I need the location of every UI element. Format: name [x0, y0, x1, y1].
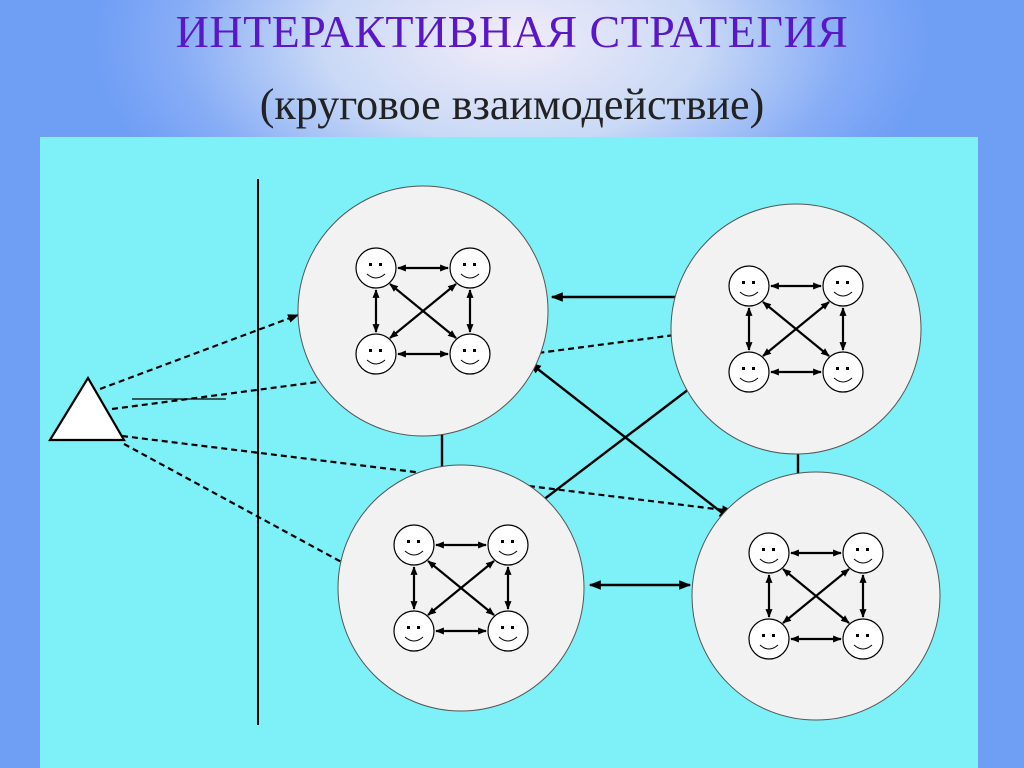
participant-icon: [449, 333, 491, 375]
face-outline: [748, 532, 790, 574]
face-outline: [842, 618, 884, 660]
slide-subtitle: (круговое взаимодействие): [259, 80, 765, 129]
participant-icon: [748, 532, 790, 574]
face-smile: [460, 273, 480, 279]
face-eye-left: [463, 349, 466, 352]
face-eye-left: [407, 540, 410, 543]
face-eye-left: [407, 626, 410, 629]
face-smile: [366, 359, 386, 365]
participant-icon: [822, 351, 864, 393]
face-outline: [355, 333, 397, 375]
face-eye-right: [752, 367, 755, 370]
face-outline: [728, 265, 770, 307]
participant-icon: [487, 610, 529, 652]
face-eye-left: [742, 281, 745, 284]
face-outline: [449, 333, 491, 375]
participant-icon: [728, 351, 770, 393]
face-outline: [355, 247, 397, 289]
face-eye-left: [369, 349, 372, 352]
face-smile: [759, 644, 779, 650]
face-eye-left: [836, 367, 839, 370]
dashed-arrow-1: [99, 313, 300, 391]
face-smile: [739, 291, 759, 297]
participant-icon: [748, 618, 790, 660]
face-smile: [404, 550, 424, 556]
participant-icon: [449, 247, 491, 289]
member-link-arrow: [762, 301, 830, 357]
face-outline: [822, 265, 864, 307]
participant-icon: [393, 610, 435, 652]
participant-icon: [487, 524, 529, 566]
face-eye-left: [501, 540, 504, 543]
face-eye-left: [856, 634, 859, 637]
participant-icon: [842, 532, 884, 574]
face-smile: [739, 377, 759, 383]
face-outline: [393, 524, 435, 566]
face-smile: [498, 550, 518, 556]
face-outline: [393, 610, 435, 652]
face-outline: [822, 351, 864, 393]
member-link-arrow: [427, 560, 495, 616]
face-eye-right: [866, 548, 869, 551]
participant-icon: [842, 618, 884, 660]
participant-icon: [822, 265, 864, 307]
face-eye-left: [501, 626, 504, 629]
face-eye-left: [762, 548, 765, 551]
face-smile: [498, 636, 518, 642]
face-outline: [487, 524, 529, 566]
face-eye-left: [762, 634, 765, 637]
face-eye-right: [511, 626, 514, 629]
face-eye-right: [772, 634, 775, 637]
group-bottom-left: [337, 464, 585, 712]
face-smile: [404, 636, 424, 642]
face-eye-left: [742, 367, 745, 370]
face-outline: [842, 532, 884, 574]
face-eye-left: [836, 281, 839, 284]
group-link-arrow-6: [525, 372, 711, 514]
face-eye-right: [473, 263, 476, 266]
interaction-diagram: [48, 179, 941, 725]
slide-title: ИНТЕРАКТИВНАЯ СТРАТЕГИЯ: [175, 6, 849, 57]
teacher-triangle-icon: [48, 375, 126, 442]
face-outline: [449, 247, 491, 289]
face-eye-right: [846, 367, 849, 370]
face-smile: [759, 558, 779, 564]
face-smile: [833, 377, 853, 383]
face-eye-right: [846, 281, 849, 284]
face-eye-right: [772, 548, 775, 551]
face-outline: [487, 610, 529, 652]
participant-icon: [393, 524, 435, 566]
group-top-left: [297, 185, 549, 437]
member-link-arrow: [782, 568, 850, 624]
face-eye-right: [417, 540, 420, 543]
face-smile: [853, 644, 873, 650]
member-link-arrow: [389, 283, 457, 339]
face-smile: [460, 359, 480, 365]
face-eye-left: [463, 263, 466, 266]
dashed-arrow-4: [123, 443, 359, 572]
participant-icon: [728, 265, 770, 307]
diagram-panel: [40, 137, 978, 768]
group-bottom-right: [691, 471, 941, 721]
participant-icon: [355, 247, 397, 289]
face-eye-right: [379, 349, 382, 352]
face-outline: [728, 351, 770, 393]
face-eye-right: [417, 626, 420, 629]
face-eye-left: [369, 263, 372, 266]
face-eye-right: [511, 540, 514, 543]
face-smile: [853, 558, 873, 564]
group-top-right: [670, 203, 922, 455]
face-eye-right: [866, 634, 869, 637]
face-eye-right: [752, 281, 755, 284]
participant-icon: [355, 333, 397, 375]
face-smile: [833, 291, 853, 297]
face-eye-right: [379, 263, 382, 266]
face-eye-left: [856, 548, 859, 551]
face-eye-right: [473, 349, 476, 352]
face-outline: [748, 618, 790, 660]
face-smile: [366, 273, 386, 279]
